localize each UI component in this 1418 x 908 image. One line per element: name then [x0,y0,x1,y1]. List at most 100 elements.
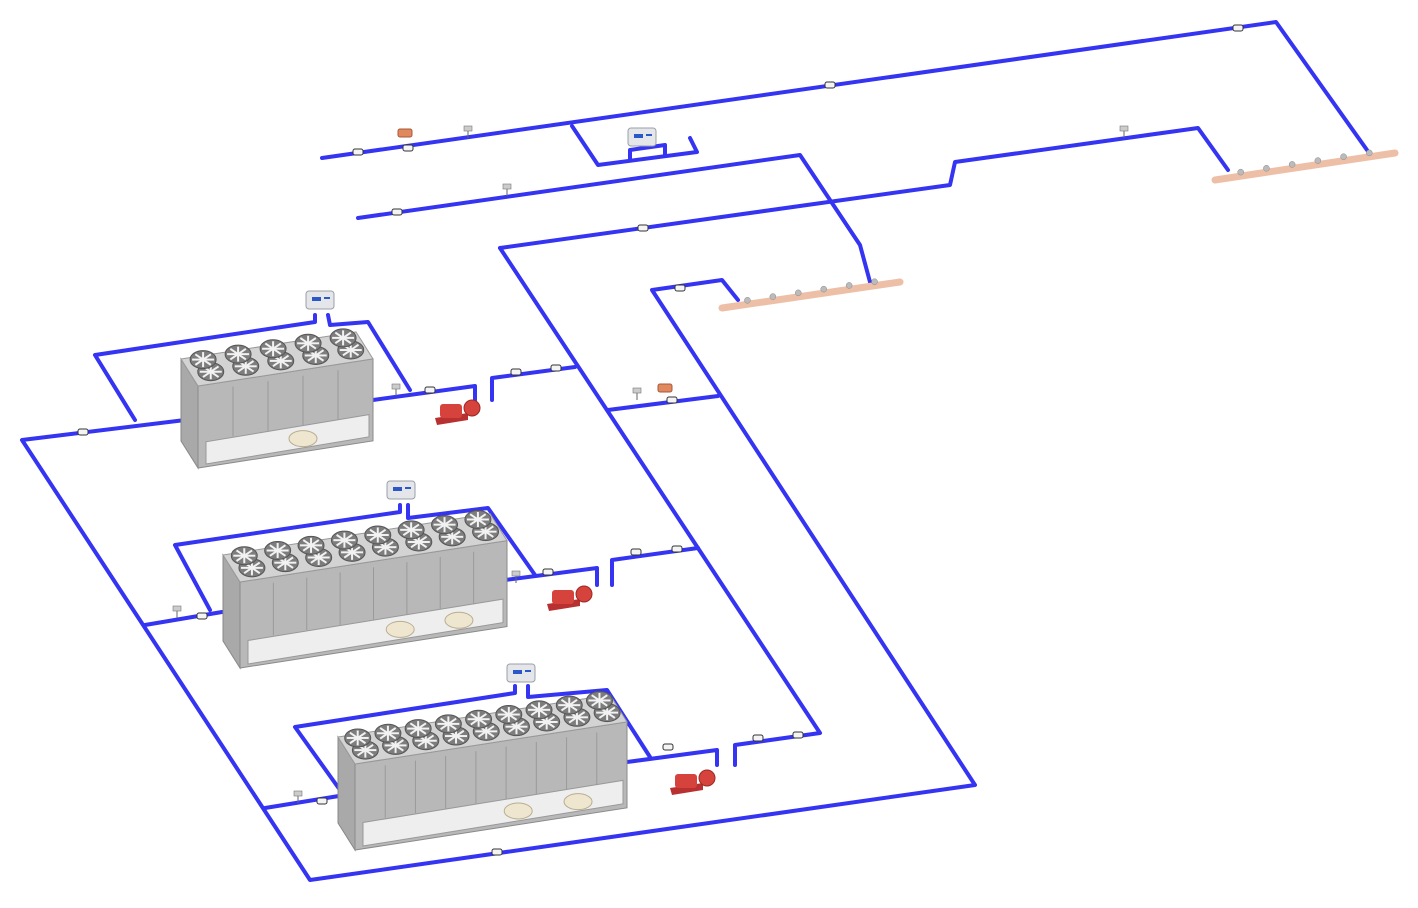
fan-blade [272,342,282,350]
condenser-fan-icon [585,690,613,710]
fan-blade [455,735,465,743]
fan-blade [485,725,495,733]
valve-body [550,364,562,372]
fan-blade [284,556,294,564]
fan-blade [425,734,435,742]
controller-indicator [324,297,330,299]
header-port [1263,165,1270,172]
cross-connection-pipe [606,394,720,412]
condenser-fan-icon [431,515,459,535]
fan-blade [470,713,480,721]
fan-blade [245,360,255,368]
fan-blade [500,708,510,716]
valve-icon [77,428,89,436]
valve-body [391,208,403,216]
valve-icon [316,797,328,805]
pump-volute [575,585,593,603]
secondary-supply-pipe [498,126,1230,250]
condenser-fan-icon [189,350,217,370]
valve-body [824,81,836,89]
valve-body [674,284,686,292]
fan-blade [299,337,309,345]
fan-blade [417,727,427,735]
condenser-fan-icon [264,541,292,561]
valve-body [196,612,208,620]
controller-2-loop [173,503,402,612]
header-port [871,278,878,285]
fan-blade [409,722,419,730]
header-port [1366,149,1373,157]
fan-blade [280,360,290,368]
chiller-3 [337,690,628,852]
valve-icon [491,848,503,856]
valve-icon [666,396,678,404]
sensor-icon [511,570,521,583]
fan-blade [538,709,548,716]
chiller-3-outlet-pipe [625,748,719,767]
fan-blade [451,530,461,538]
fan-blade [515,720,525,728]
fan-blade [606,711,616,719]
compressor [503,802,533,820]
valve-body [671,545,683,553]
fan-blade [235,549,245,557]
compressor [444,611,474,629]
return-main-pipe [356,153,872,284]
condenser-fan-icon [297,535,325,555]
fan-blade [436,518,446,526]
fan-blade [229,348,239,355]
valve-body [491,848,503,856]
valve-icon [1232,24,1244,32]
fan-blade [384,546,394,554]
fan-blade [455,729,465,737]
sensor-head [391,383,401,390]
fan-blade [515,725,525,733]
controller-display [513,670,522,674]
controller-indicator [405,487,411,489]
fan-blade [591,694,601,702]
fan-blade [568,704,578,712]
piping-network [20,20,1369,882]
header-port [769,293,777,300]
valve-icon [824,81,836,89]
valve-icon [550,364,562,372]
controller-display [312,297,321,301]
chiller-machinery-bay [247,598,504,665]
fan-blade [395,739,404,747]
fan-blade [284,561,294,569]
pump-motor [440,404,462,418]
controller-1-loop [93,313,317,422]
sensor-head [502,183,512,190]
condenser-fan-icon [374,723,402,743]
controller-3-icon [506,663,536,683]
fan-blade [343,539,353,547]
valve-body [424,386,436,394]
fan-blade [307,342,317,350]
sensor-head [632,387,642,394]
valve-body [402,144,414,152]
pump-3-icon [670,769,716,795]
fan-blade [243,554,253,562]
fan-blade [350,349,360,357]
fan-blade [351,546,361,554]
valve-icon [196,612,208,620]
chiller-1-outlet-pipe [371,384,477,402]
chillers [180,328,628,852]
valve-body [352,148,364,156]
fan-blade [202,353,212,361]
fan-blade [410,523,420,531]
fan-blade [598,694,608,702]
fan-blade [508,713,518,721]
fan-blade [478,718,487,726]
fan-blade [251,561,261,569]
condenser-fan-icon [230,546,258,566]
fan-blade [264,342,274,350]
condenser-fan-icon [397,520,425,540]
header-port [820,285,827,293]
fan-blade [447,723,457,731]
header-port [744,297,751,304]
fan-blade [576,711,586,719]
chilled-water-riser-a [498,246,822,767]
condenser-fan-icon [259,339,287,359]
header-port [795,289,802,297]
